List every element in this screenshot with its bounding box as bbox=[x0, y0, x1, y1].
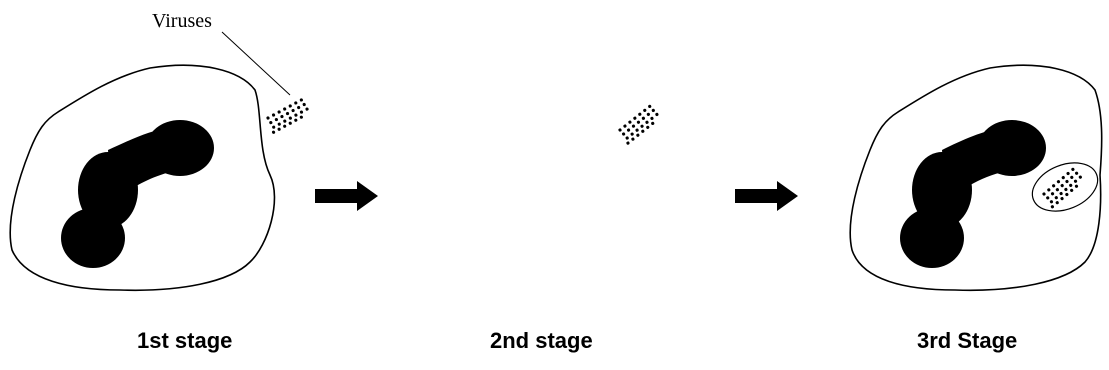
nucleus-icon bbox=[61, 120, 214, 268]
callout-line bbox=[221, 31, 291, 96]
nucleus-icon bbox=[900, 120, 1046, 268]
stage-3-label: 3rd Stage bbox=[917, 328, 1018, 353]
virus-cluster-icon bbox=[264, 97, 312, 135]
stage-2-label: 2nd stage bbox=[490, 328, 593, 353]
vacuole-icon bbox=[1031, 162, 1099, 212]
arrow-right-icon bbox=[735, 181, 798, 211]
viruses-callout-label: Viruses bbox=[152, 10, 212, 32]
stage-1-label: 1st stage bbox=[137, 328, 233, 353]
virus-cluster-icon bbox=[613, 102, 665, 147]
arrow-right-icon bbox=[315, 181, 378, 211]
stage-1-cell-icon bbox=[9, 64, 276, 292]
stage-3-cell-icon bbox=[849, 64, 1103, 292]
